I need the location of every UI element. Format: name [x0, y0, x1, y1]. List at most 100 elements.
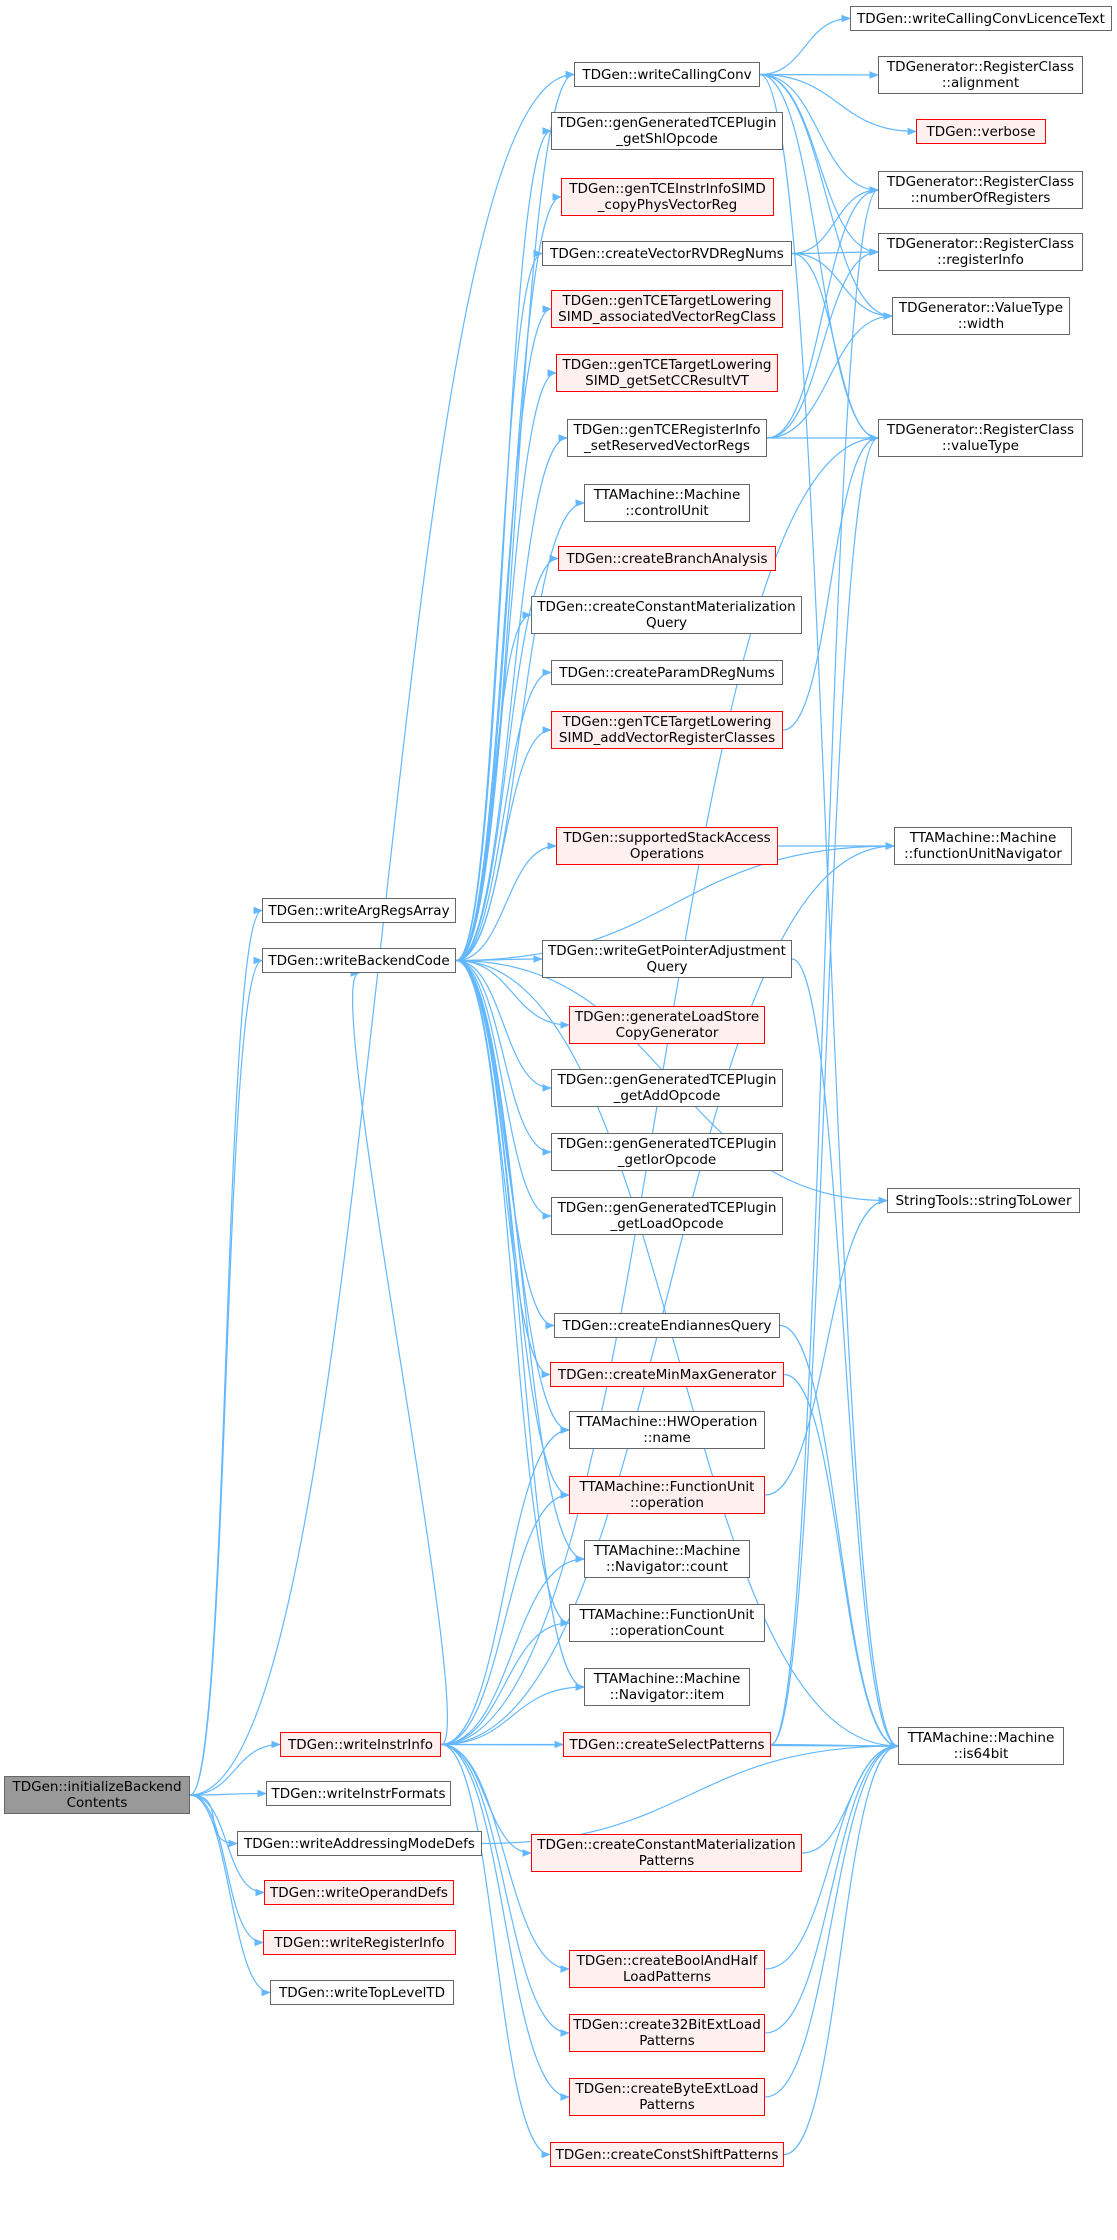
node-label: TDGen::writeCallingConvLicenceText — [857, 10, 1105, 27]
node-label: TDGen::writeOperandDefs — [270, 1884, 448, 1901]
edge-createByteExtLoadPatterns-to-is64bit — [764, 1742, 899, 2098]
node-copy-phys-vector-reg[interactable]: TDGen::genTCEInstrInfoSIMD _copyPhysVect… — [561, 178, 774, 216]
node-write-instr-formats[interactable]: TDGen::writeInstrFormats — [266, 1781, 451, 1806]
node-write-backend-code[interactable]: TDGen::writeBackendCode — [262, 948, 456, 973]
edge-writeInstrInfo-to-writeBackendCode — [350, 969, 448, 1746]
node-label: TDGen::genGeneratedTCEPlugin _getAddOpco… — [557, 1072, 777, 1104]
node-register-class-number-of-registers[interactable]: TDGenerator::RegisterClass ::numberOfReg… — [878, 171, 1083, 209]
node-get-shl-opcode[interactable]: TDGen::genGeneratedTCEPlugin _getShlOpco… — [551, 112, 783, 150]
node-string-to-lower[interactable]: StringTools::stringToLower — [887, 1188, 1080, 1213]
edge-writeInstrInfo-to-fuOperationCount — [440, 1619, 570, 1746]
node-label: TDGen::createParamDRegNums — [559, 664, 775, 681]
node-set-reserved-vector-regs[interactable]: TDGen::genTCERegisterInfo _setReservedVe… — [567, 419, 767, 457]
edge-writeBackendCode-to-associatedVectorRegClass — [455, 305, 552, 962]
edge-writeCallingConv-to-vtWidth — [759, 73, 893, 320]
node-label: TDGen::createBoolAndHalf LoadPatterns — [576, 1953, 758, 1985]
edge-writeInstrInfo-to-createConstShiftPatterns — [440, 1743, 551, 2159]
node-create-bool-and-half-load-patterns[interactable]: TDGen::createBoolAndHalf LoadPatterns — [569, 1950, 765, 1988]
node-label: TDGen::writeGetPointerAdjustment Query — [548, 943, 786, 975]
node-generate-load-store-copy-generator[interactable]: TDGen::generateLoadStore CopyGenerator — [569, 1006, 765, 1044]
edge-initializeBackendContents-to-writeOperandDefs — [189, 1794, 265, 1897]
node-supported-stack-access-operations[interactable]: TDGen::supportedStackAccess Operations — [556, 827, 778, 865]
node-label: TDGen::createByteExtLoad Patterns — [575, 2081, 759, 2113]
node-function-unit-navigator[interactable]: TTAMachine::Machine ::functionUnitNaviga… — [894, 827, 1072, 865]
edge-writeBackendCode-to-getLoadOpcode — [455, 959, 552, 1220]
node-label: TDGen::genTCEInstrInfoSIMD _copyPhysVect… — [569, 181, 766, 213]
node-label: TTAMachine::Machine ::functionUnitNaviga… — [904, 830, 1062, 862]
node-is64bit[interactable]: TTAMachine::Machine ::is64bit — [898, 1727, 1064, 1765]
edge-writeGetPointerAdjustmentQuery-to-is64bit — [791, 958, 899, 1750]
edge-writeBackendCode-to-createBranchAnalysis — [455, 554, 559, 962]
edge-writeInstrInfo-to-hwOperationName — [440, 1426, 570, 1746]
edge-initializeBackendContents-to-writeBackendCode — [189, 956, 263, 1796]
node-label: TTAMachine::Machine ::controlUnit — [593, 487, 741, 519]
node-label: TDGen::genTCETargetLowering SIMD_addVect… — [558, 714, 776, 746]
node-label: TDGen::createConstantMaterialization Que… — [537, 599, 796, 631]
edge-addVectorRegisterClasses-to-rcValueType — [782, 434, 879, 731]
edge-initializeBackendContents-to-writeInstrFormats — [189, 1789, 267, 1798]
node-create-constant-materialization-patterns[interactable]: TDGen::createConstantMaterialization Pat… — [531, 1834, 802, 1872]
edge-initializeBackendContents-to-writeInstrInfo — [189, 1740, 281, 1796]
node-label: TDGen::writeInstrFormats — [271, 1785, 446, 1802]
edge-createSelectPatterns-to-rcNumberOfRegisters — [770, 186, 879, 1746]
edge-createVectorRVDRegNums-to-rcValueType — [791, 252, 879, 442]
edge-createVectorRVDRegNums-to-rcRegisterInfo — [791, 248, 879, 256]
node-create-branch-analysis[interactable]: TDGen::createBranchAnalysis — [558, 546, 776, 571]
node-function-unit-operation[interactable]: TTAMachine::FunctionUnit ::operation — [569, 1476, 765, 1514]
node-write-addressing-mode-defs[interactable]: TDGen::writeAddressingModeDefs — [237, 1831, 482, 1856]
node-label: TDGen::writeInstrInfo — [288, 1736, 433, 1753]
node-label: TDGenerator::RegisterClass ::valueType — [886, 422, 1075, 454]
node-label: TTAMachine::Machine ::Navigator::count — [593, 1543, 741, 1575]
node-create-32bit-ext-load-patterns[interactable]: TDGen::create32BitExtLoad Patterns — [569, 2014, 765, 2052]
node-create-select-patterns[interactable]: TDGen::createSelectPatterns — [563, 1732, 771, 1757]
node-create-endiannes-query[interactable]: TDGen::createEndiannesQuery — [554, 1313, 780, 1338]
node-get-add-opcode[interactable]: TDGen::genGeneratedTCEPlugin _getAddOpco… — [551, 1069, 783, 1107]
node-create-constant-materialization-query[interactable]: TDGen::createConstantMaterialization Que… — [531, 596, 802, 634]
node-associated-vector-reg-class[interactable]: TDGen::genTCETargetLowering SIMD_associa… — [551, 290, 783, 328]
node-write-operand-defs[interactable]: TDGen::writeOperandDefs — [264, 1880, 454, 1905]
edge-writeInstrInfo-to-fuOperation — [440, 1491, 570, 1746]
node-navigator-item[interactable]: TTAMachine::Machine ::Navigator::item — [584, 1668, 750, 1706]
node-register-class-register-info[interactable]: TDGenerator::RegisterClass ::registerInf… — [878, 233, 1083, 271]
node-control-unit[interactable]: TTAMachine::Machine ::controlUnit — [584, 484, 750, 522]
node-write-calling-conv-licence-text[interactable]: TDGen::writeCallingConvLicenceText — [850, 6, 1112, 31]
node-get-load-opcode[interactable]: TDGen::genGeneratedTCEPlugin _getLoadOpc… — [551, 1197, 783, 1235]
node-navigator-count[interactable]: TTAMachine::Machine ::Navigator::count — [584, 1540, 750, 1578]
node-label: TDGen::supportedStackAccess Operations — [563, 830, 771, 862]
edge-initializeBackendContents-to-writeTopLevelTD — [189, 1794, 271, 1997]
node-write-top-level-td[interactable]: TDGen::writeTopLevelTD — [270, 1980, 454, 2005]
node-create-vector-rvd-reg-nums[interactable]: TDGen::createVectorRVDRegNums — [542, 241, 792, 266]
node-create-min-max-generator[interactable]: TDGen::createMinMaxGenerator — [550, 1362, 784, 1387]
node-get-set-cc-result-vt[interactable]: TDGen::genTCETargetLowering SIMD_getSetC… — [556, 354, 778, 392]
node-write-calling-conv[interactable]: TDGen::writeCallingConv — [574, 62, 760, 87]
node-get-ior-opcode[interactable]: TDGen::genGeneratedTCEPlugin _getIorOpco… — [551, 1133, 783, 1171]
node-label: TDGen::create32BitExtLoad Patterns — [573, 2017, 761, 2049]
edge-writeBackendCode-to-setReservedVectorRegs — [455, 434, 568, 962]
edge-writeInstrInfo-to-navigatorItem — [440, 1683, 585, 1746]
node-write-register-info[interactable]: TDGen::writeRegisterInfo — [263, 1930, 456, 1955]
node-write-instr-info[interactable]: TDGen::writeInstrInfo — [280, 1732, 441, 1757]
node-create-byte-ext-load-patterns[interactable]: TDGen::createByteExtLoad Patterns — [569, 2078, 765, 2116]
node-register-class-alignment[interactable]: TDGenerator::RegisterClass ::alignment — [878, 56, 1083, 94]
edge-writeBackendCode-to-functionUnitNavigator — [455, 842, 895, 962]
node-label: TDGen::writeTopLevelTD — [278, 1984, 446, 2001]
node-create-param-d-reg-nums[interactable]: TDGen::createParamDRegNums — [551, 660, 783, 685]
node-label: TDGen::createConstShiftPatterns — [555, 2146, 779, 2163]
call-edges — [189, 14, 917, 2159]
node-write-get-pointer-adjustment-query[interactable]: TDGen::writeGetPointerAdjustment Query — [542, 940, 792, 978]
node-add-vector-register-classes[interactable]: TDGen::genTCETargetLowering SIMD_addVect… — [551, 711, 783, 749]
edge-writeBackendCode-to-getSetCCResultVT — [455, 369, 557, 962]
edge-writeCallingConv-to-rcAlignment — [759, 71, 879, 79]
node-initialize-backend-contents: TDGen::initializeBackend Contents — [4, 1776, 190, 1814]
edge-createEndiannesQuery-to-is64bit — [779, 1324, 899, 1750]
node-register-class-value-type[interactable]: TDGenerator::RegisterClass ::valueType — [878, 419, 1083, 457]
node-create-const-shift-patterns[interactable]: TDGen::createConstShiftPatterns — [550, 2142, 784, 2167]
node-verbose[interactable]: TDGen::verbose — [916, 119, 1046, 144]
node-hw-operation-name[interactable]: TTAMachine::HWOperation ::name — [569, 1411, 765, 1449]
node-write-arg-regs-array[interactable]: TDGen::writeArgRegsArray — [262, 898, 456, 923]
edge-writeBackendCode-to-navigatorItem — [455, 959, 585, 1691]
node-label: TTAMachine::Machine ::Navigator::item — [593, 1671, 741, 1703]
node-value-type-width[interactable]: TDGenerator::ValueType ::width — [892, 297, 1070, 335]
node-function-unit-operation-count[interactable]: TTAMachine::FunctionUnit ::operationCoun… — [569, 1604, 765, 1642]
node-label: TDGenerator::RegisterClass ::registerInf… — [886, 236, 1075, 268]
